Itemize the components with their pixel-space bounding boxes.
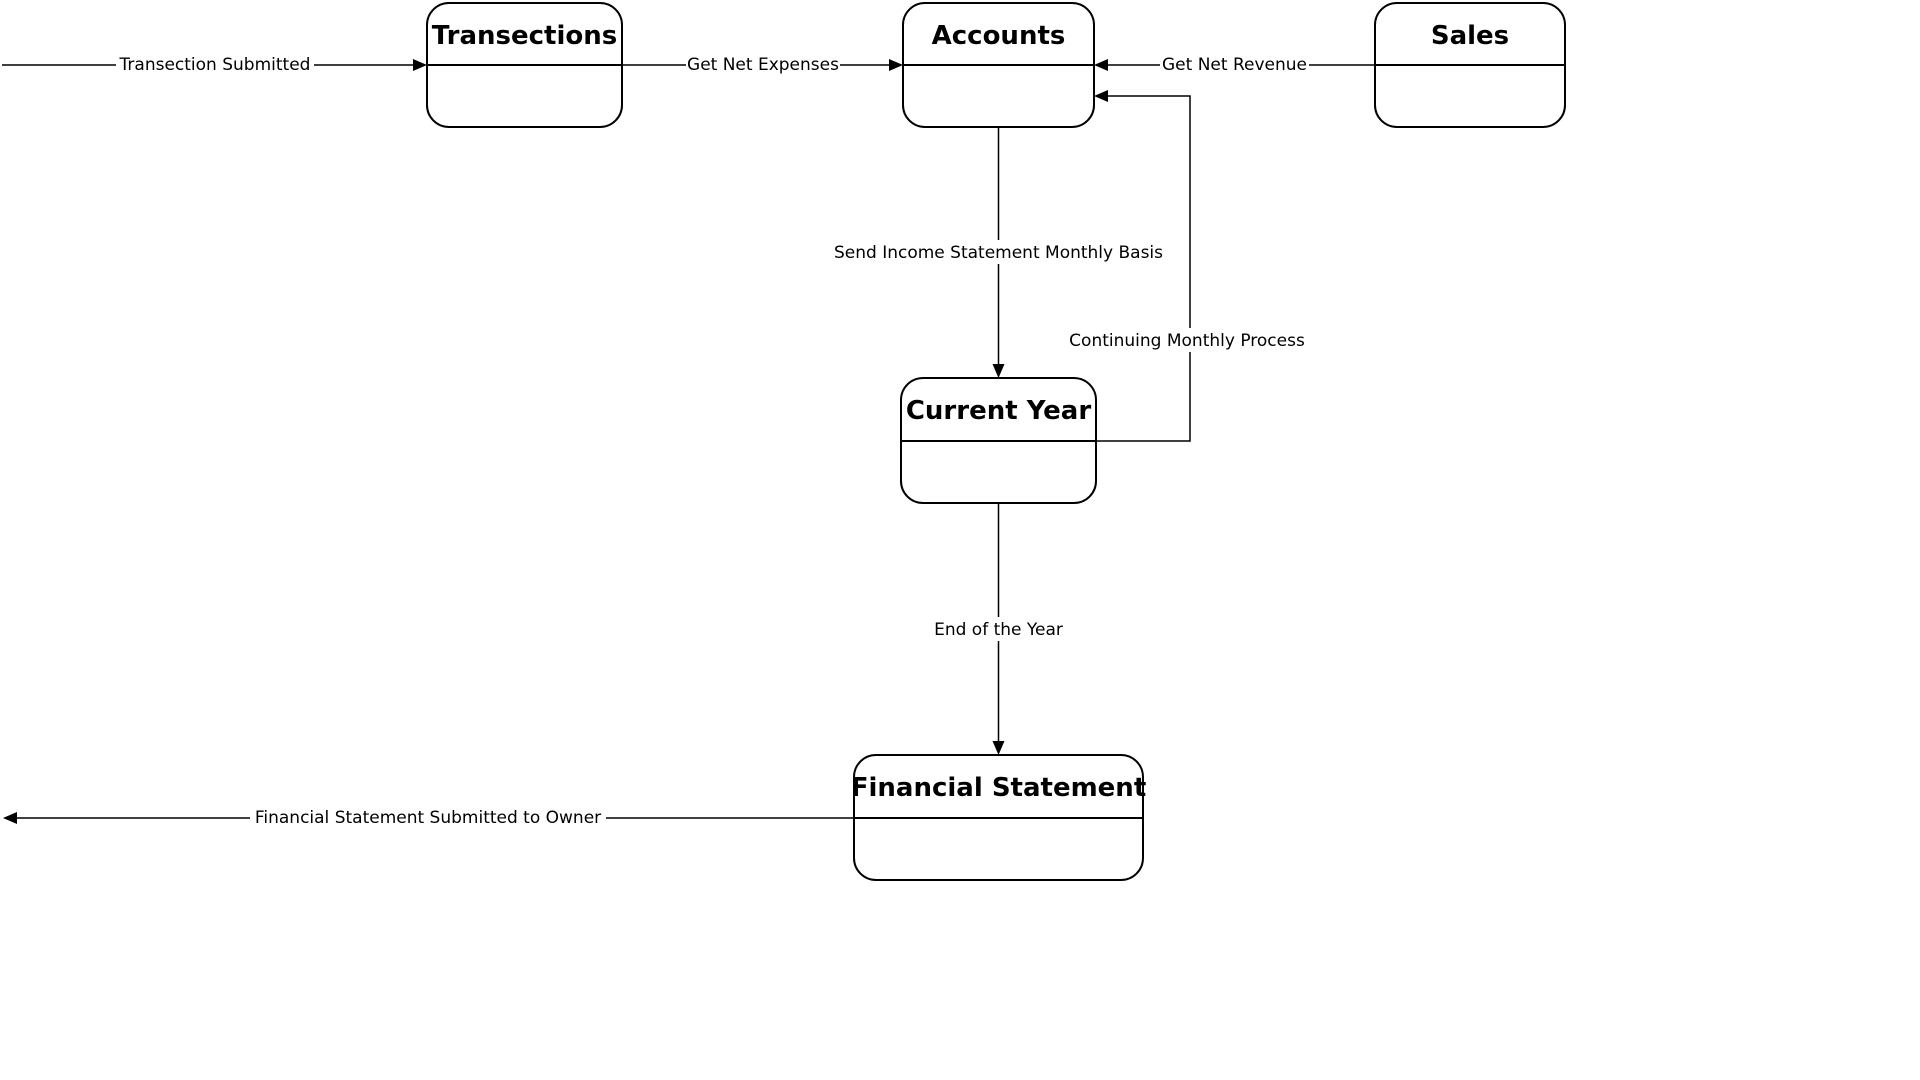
flow-end-of-the-year: End of the Year	[930, 503, 1067, 755]
flow-label-end-of-the-year: End of the Year	[934, 620, 1063, 640]
flow-continuing-monthly-process: Continuing Monthly Process	[1064, 90, 1310, 442]
state-financial-statement: Financial Statement	[851, 754, 1147, 881]
flow-financial-statement-submitted: Financial Statement Submitted to Owner	[3, 805, 854, 829]
flow-line	[1096, 95, 1191, 442]
arrowhead-down	[992, 364, 1005, 378]
flow-get-net-revenue: Get Net Revenue	[1094, 52, 1375, 76]
arrowhead-down	[992, 741, 1005, 755]
arrowhead-right	[413, 59, 427, 71]
state-title-transections: Transections	[432, 21, 617, 51]
state-title-accounts: Accounts	[932, 21, 1066, 51]
state-title-financial-statement: Financial Statement	[851, 773, 1147, 803]
arrowhead-left	[1094, 90, 1108, 102]
state-title-sales: Sales	[1431, 21, 1509, 51]
state-transections: Transections	[426, 2, 623, 128]
flow-label-financial-statement-submitted: Financial Statement Submitted to Owner	[255, 808, 601, 828]
flow-label-continuing-monthly-process: Continuing Monthly Process	[1069, 331, 1305, 351]
flow-send-income-statement: Send Income Statement Monthly Basis	[830, 127, 1167, 378]
state-diagram: Transections Accounts Sales Current Year…	[2, 2, 1566, 881]
state-current-year: Current Year	[900, 377, 1097, 504]
flow-label-transection-submitted: Transection Submitted	[119, 55, 311, 75]
flow-label-send-income-statement: Send Income Statement Monthly Basis	[834, 243, 1163, 263]
flow-label-get-net-revenue: Get Net Revenue	[1162, 55, 1307, 75]
arrowhead-left	[1094, 59, 1108, 71]
flow-get-net-expenses: Get Net Expenses	[622, 52, 903, 76]
arrowhead-right	[889, 59, 903, 71]
arrowhead-left	[3, 812, 17, 824]
flow-label-get-net-expenses: Get Net Expenses	[687, 55, 839, 75]
state-sales: Sales	[1374, 2, 1566, 128]
flow-transection-submitted: Transection Submitted	[2, 52, 427, 76]
state-title-current-year: Current Year	[906, 396, 1091, 426]
state-accounts: Accounts	[902, 2, 1095, 128]
